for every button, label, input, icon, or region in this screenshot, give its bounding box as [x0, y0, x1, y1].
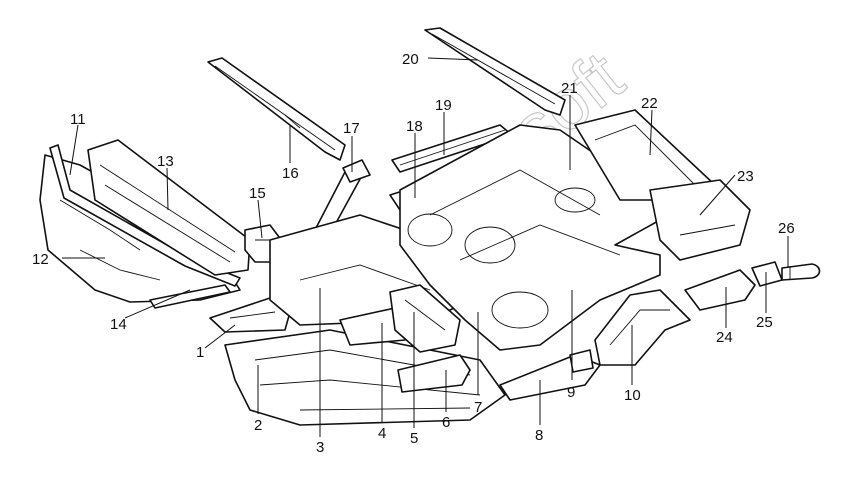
- callout-1: 1: [196, 344, 204, 361]
- callout-4: 4: [378, 425, 386, 442]
- callout-19: 19: [435, 97, 452, 114]
- part-23-end-panel: [649, 179, 751, 261]
- callout-12: 12: [32, 251, 49, 268]
- part-9-bracket: [569, 349, 594, 373]
- callout-22: 22: [641, 95, 658, 112]
- callout-18: 18: [406, 118, 423, 135]
- part-25-bracket: [751, 261, 783, 287]
- callout-2: 2: [254, 417, 262, 434]
- callout-25: 25: [756, 314, 773, 331]
- callout-26: 26: [778, 220, 795, 237]
- callout-17: 17: [343, 120, 360, 137]
- part-6-seat-crossmember: [397, 354, 471, 393]
- callout-16: 16: [282, 165, 299, 182]
- part-24-rear-member: [684, 269, 756, 311]
- callout-6: 6: [442, 414, 450, 431]
- part-20-upper-rail: [424, 27, 566, 116]
- callout-23: 23: [737, 168, 754, 185]
- callout-3: 3: [316, 439, 324, 456]
- part-10-frame-rail: [594, 289, 691, 366]
- part-5-seat-crossmember: [389, 284, 461, 353]
- part-16-crossmember: [207, 57, 346, 161]
- callout-7: 7: [474, 399, 482, 416]
- callout-5: 5: [410, 430, 418, 447]
- callout-13: 13: [157, 153, 174, 170]
- callout-14: 14: [110, 316, 127, 333]
- callout-8: 8: [535, 427, 543, 444]
- part-26-tow-hook: [781, 263, 821, 281]
- callout-10: 10: [624, 387, 641, 404]
- callout-15: 15: [249, 185, 266, 202]
- callout-24: 24: [716, 329, 733, 346]
- part-1-plate: [209, 297, 291, 333]
- callout-21: 21: [561, 80, 578, 97]
- part-13-cowl-panel: [87, 139, 251, 276]
- callout-20: 20: [402, 51, 419, 68]
- callout-11: 11: [70, 111, 86, 128]
- callout-labels: 1 2 3 4 5 6 7 8 9 10 11 12 13 14 15 16 1…: [32, 51, 795, 456]
- leader-lines: [62, 57, 789, 437]
- callout-9: 9: [567, 384, 575, 401]
